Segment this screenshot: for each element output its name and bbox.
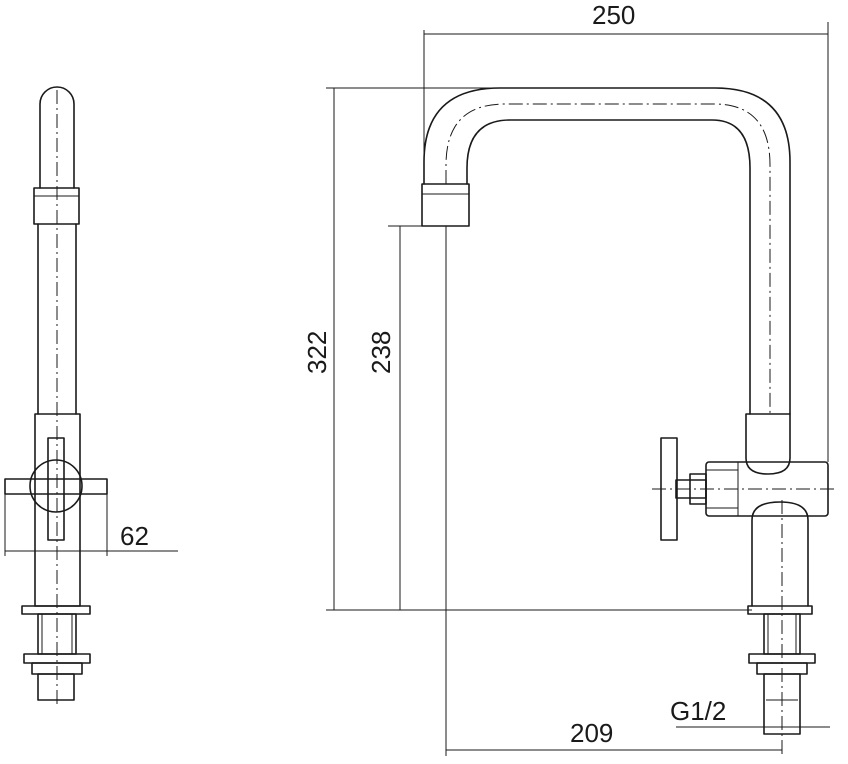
dim-thread: G1/2 xyxy=(670,696,726,726)
spout-outer xyxy=(423,87,791,415)
spout-inner xyxy=(466,119,751,415)
front-aerator xyxy=(421,183,470,227)
front-base-flange xyxy=(747,605,813,615)
side-base-flange xyxy=(21,605,91,615)
side-handle-vertical xyxy=(47,437,65,541)
side-handle-ring xyxy=(29,459,83,513)
dim-spout-reach: 209 xyxy=(570,718,613,748)
spout-centerline xyxy=(445,103,771,414)
dim-handle-offset: 62 xyxy=(120,521,149,551)
side-view: 62 xyxy=(4,86,178,706)
upper-collar xyxy=(745,413,791,475)
side-handle-horizontal xyxy=(4,478,108,495)
dim-spout-height: 238 xyxy=(366,331,396,374)
lower-body xyxy=(751,501,809,607)
side-spout-tube xyxy=(39,86,75,189)
side-thread-end xyxy=(37,673,75,701)
dim-overall-width: 250 xyxy=(592,0,635,30)
front-view: 250 322 238 209 G1/2 xyxy=(302,0,834,756)
dim-overall-height: 322 xyxy=(302,331,332,374)
